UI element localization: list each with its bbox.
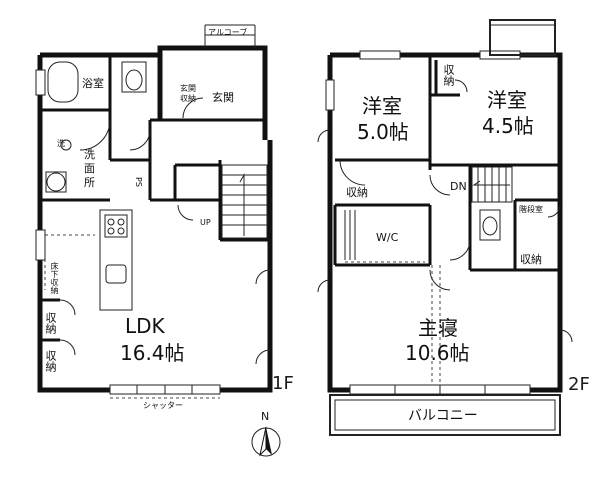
wash-icon-label: 洗 — [57, 139, 65, 148]
underfloor-storage-label: 床下収納 — [50, 262, 59, 294]
floor2-fixtures — [344, 209, 501, 385]
western1-name: 洋室 — [362, 94, 402, 118]
ps-label: PS — [134, 177, 143, 187]
alcove-label: アルコーブ — [208, 28, 248, 37]
wic-label: W/C — [376, 231, 399, 244]
balcony-label: バルコニー — [408, 408, 478, 424]
storage1-label: 収納 — [44, 312, 57, 334]
compass-icon — [251, 426, 281, 457]
master-name: 主寝 — [418, 316, 458, 340]
floor1-walls — [37, 45, 273, 393]
washroom-label: 洗面所 — [84, 148, 95, 189]
floor2-doors — [317, 79, 573, 343]
compass-label: N — [261, 410, 270, 423]
western2-size: 4.5帖 — [482, 114, 534, 138]
floor2-stairs — [471, 166, 513, 203]
floor2-bay — [489, 19, 556, 56]
dn-label: DN — [450, 180, 467, 193]
floor1-fixtures — [45, 61, 147, 193]
storage-c-label: 収納 — [520, 253, 542, 266]
western2-name: 洋室 — [487, 88, 527, 112]
floor2-tag: 2F — [568, 374, 590, 395]
floor1-doors — [59, 97, 271, 365]
entrance-storage-label: 玄関収納 — [180, 84, 196, 103]
storage-a-label: 収納 — [442, 64, 455, 86]
stair-room-label: 階段室 — [519, 205, 543, 214]
up-label: UP — [200, 218, 211, 227]
master-size: 10.6帖 — [405, 341, 470, 365]
western1-size: 5.0帖 — [357, 120, 409, 144]
balcony — [329, 394, 561, 436]
floor1-windows — [35, 69, 221, 399]
bath-label: 浴室 — [82, 77, 104, 90]
floor1-stairs — [204, 24, 268, 239]
ldk-name: LDK — [125, 314, 165, 338]
floor1-tag: 1F — [272, 373, 294, 394]
entrance-label: 玄関 — [212, 91, 234, 104]
kitchen-counter — [44, 209, 133, 311]
storage2-label: 収納 — [44, 350, 57, 372]
storage-b-label: 収納 — [346, 186, 368, 199]
shutter-label: シャッター — [143, 401, 183, 410]
ldk-size: 16.4帖 — [120, 341, 185, 365]
